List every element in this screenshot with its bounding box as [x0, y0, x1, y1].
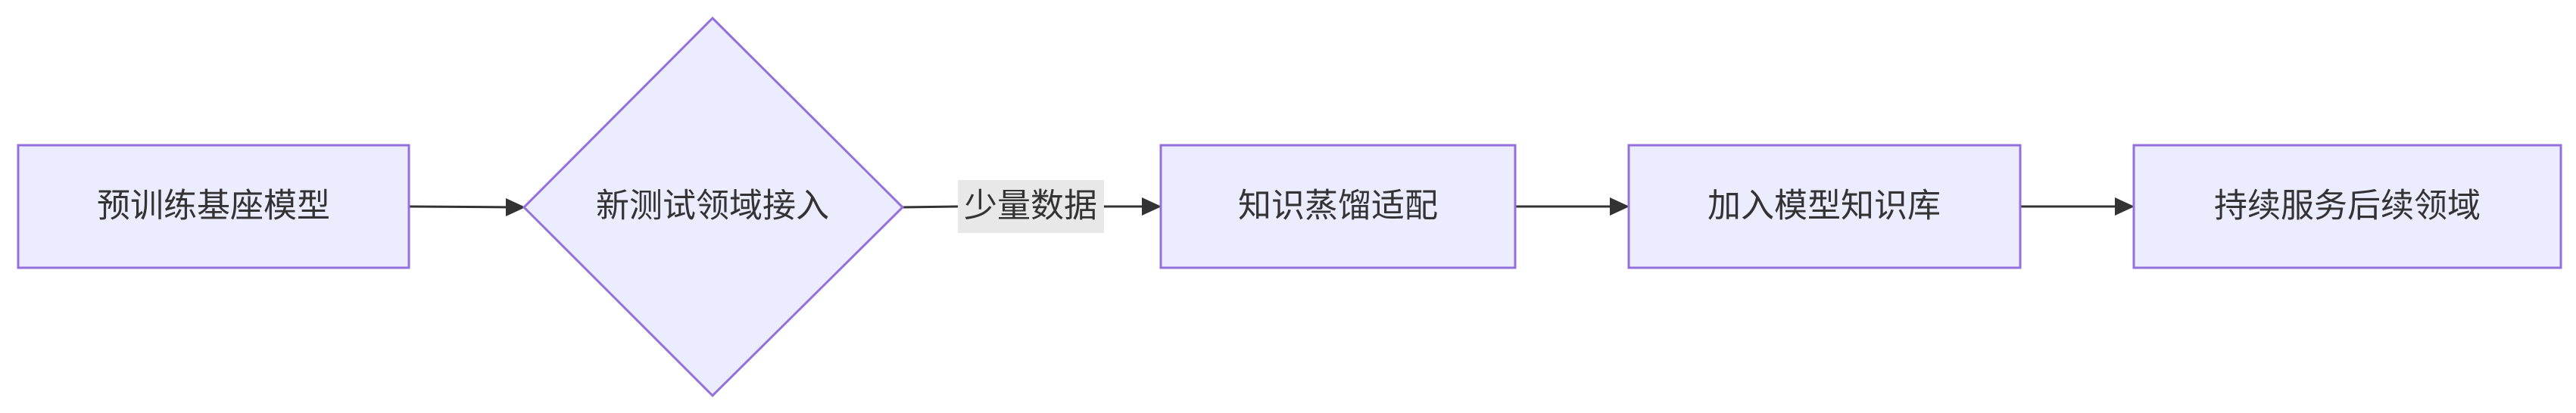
edge-pretrained-to-new-domain: [408, 198, 525, 216]
node-pretrained-base-model[interactable]: 预训练基座模型: [17, 144, 410, 269]
node-box: [1159, 144, 1517, 269]
edge-new-domain-to-distill: 少量数据: [902, 180, 1162, 233]
arrowhead: [2115, 197, 2135, 216]
node-box: [17, 144, 410, 269]
node-serve-future-domains[interactable]: 持续服务后续领域: [2132, 144, 2562, 269]
node-diamond-shape: [522, 16, 905, 398]
edge-line: [408, 205, 516, 209]
edge-line: [902, 205, 959, 209]
node-knowledge-distillation[interactable]: 知识蒸馏适配: [1159, 144, 1517, 269]
node-add-to-knowledge-base[interactable]: 加入模型知识库: [1627, 144, 2022, 269]
edge-add-kb-to-serve: [2020, 197, 2135, 216]
node-label: 新测试领域接入: [596, 187, 829, 225]
node-label: 持续服务后续领域: [2214, 187, 2481, 225]
edge-distill-to-add-kb: [1515, 197, 1629, 216]
node-label: 知识蒸馏适配: [1238, 187, 1438, 225]
node-box: [2132, 144, 2562, 269]
node-label: 加入模型知识库: [1707, 187, 1941, 225]
edge-label-few-data: 少量数据: [964, 187, 1097, 225]
arrowhead: [1142, 197, 1162, 216]
arrowhead: [506, 198, 525, 216]
node-new-test-domain[interactable]: 新测试领域接入: [522, 16, 905, 398]
node-label: 预训练基座模型: [97, 187, 330, 225]
arrowhead: [1610, 197, 1629, 216]
edge-label-background: [958, 180, 1104, 233]
node-box: [1627, 144, 2022, 269]
